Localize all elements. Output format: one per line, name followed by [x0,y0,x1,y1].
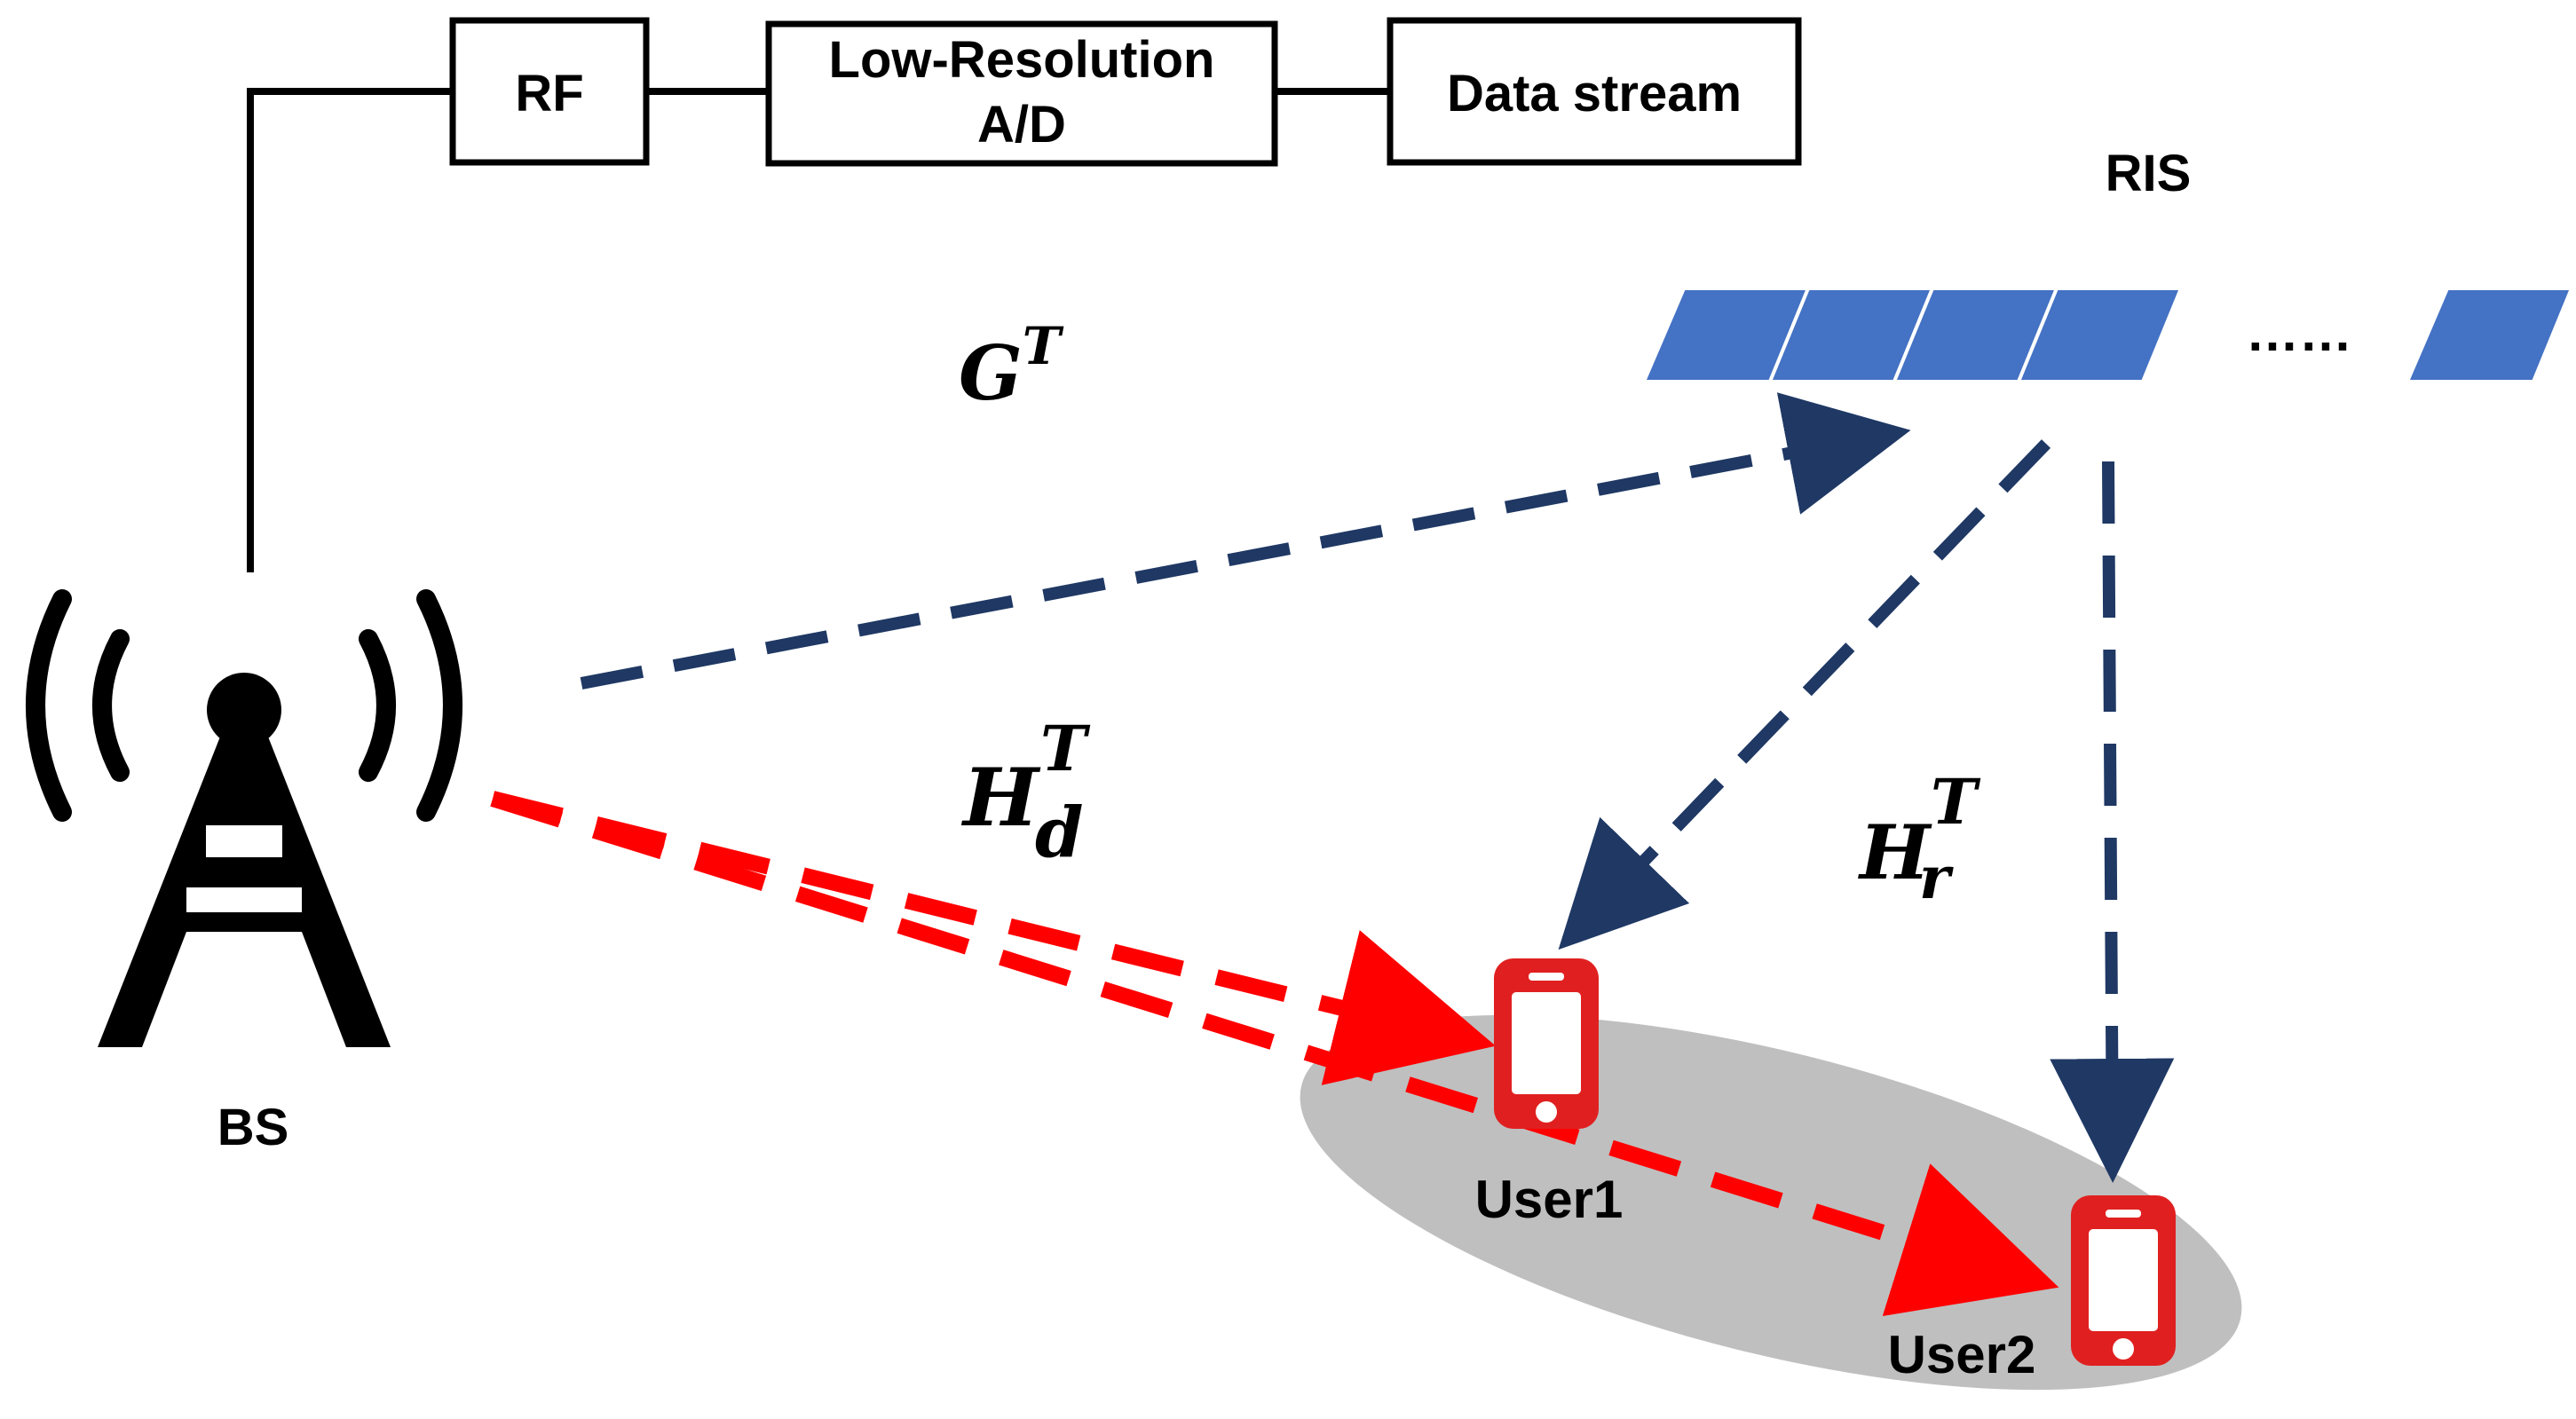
adc-block-label-line1: Low-Resolution [829,31,1215,89]
svg-text:H: H [1858,808,1932,896]
data-stream-block-label: Data stream [1447,65,1742,122]
hr-channel-label: H T r [1858,765,1981,912]
rf-block: RF [449,17,650,166]
base-station-tower-icon [26,589,462,1047]
svg-text:T: T [1931,765,1981,839]
ris-array [1640,287,2574,383]
rf-chain-wire [247,88,1390,572]
adc-block: Low-Resolution A/D [765,20,1278,167]
bs-to-user2-direct-link [490,791,2059,1317]
data-stream-block: Data stream [1387,17,1802,166]
ris-element [2404,287,2574,383]
user1-phone-icon [1494,958,1599,1129]
svg-text:d: d [1035,792,1084,873]
bs-label: BS [217,1099,289,1156]
ris-element [2016,287,2184,383]
svg-text:r: r [1919,843,1954,912]
adc-block-label-line2: A/D [977,96,1066,154]
ris-label: RIS [2106,145,2192,202]
g-channel-label: GT [959,316,1064,417]
ris-to-user1-link [1558,439,2051,950]
user2-phone-icon [2071,1195,2176,1366]
rf-block-label: RF [515,65,583,122]
ris-ellipsis: …… [2246,303,2352,362]
bs-to-user1-direct-link [490,791,1496,1085]
user1-label: User1 [1475,1170,1624,1229]
bs-to-ris-link [580,392,1911,690]
user2-label: User2 [1888,1325,2036,1384]
ris-to-user2-link [2050,461,2175,1183]
svg-text:H: H [960,751,1041,845]
hd-channel-label: H T d [960,712,1091,873]
svg-text:T: T [1040,712,1091,785]
